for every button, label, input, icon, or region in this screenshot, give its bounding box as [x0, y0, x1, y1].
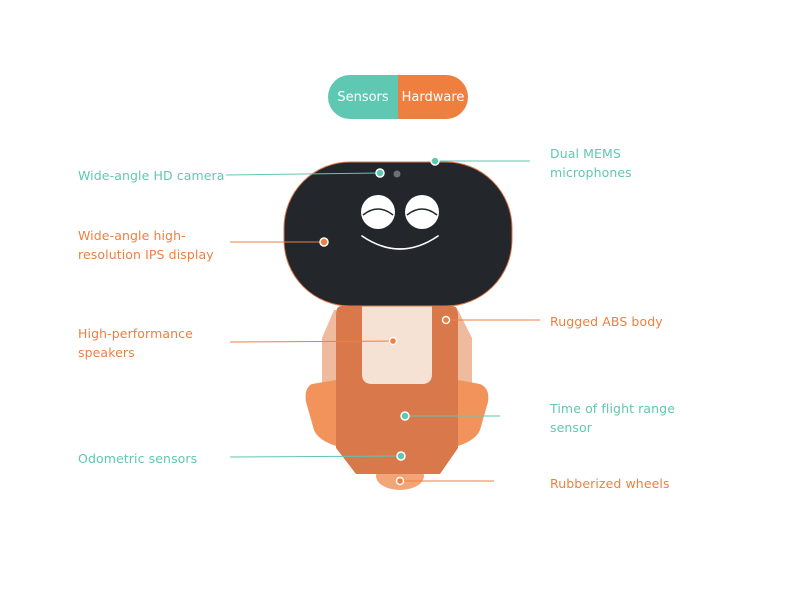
camera-lens — [393, 170, 401, 178]
camera-dot — [375, 168, 385, 178]
robot-illustration — [283, 161, 513, 490]
speaker-panel — [362, 306, 432, 384]
hardware-tab[interactable]: Hardware — [398, 75, 468, 119]
odometric-label: Odometric sensors — [78, 451, 198, 466]
face-eyes — [361, 195, 439, 229]
odometric-dot — [396, 451, 406, 461]
wheels-label: Rubberized wheels — [550, 476, 670, 491]
right-side-panel — [458, 310, 472, 392]
sensors-tab[interactable]: Sensors — [328, 75, 398, 119]
microphones-dot — [430, 156, 440, 166]
speakers-dot — [388, 336, 398, 346]
camera-label: Wide-angle HD camera — [78, 168, 225, 183]
camera-callout-line — [225, 172, 381, 176]
left-arm — [305, 380, 336, 446]
odometric-callout-line — [229, 455, 402, 458]
display-dot — [319, 237, 329, 247]
callout-lines — [225, 160, 540, 482]
body-label: Rugged ABS body — [550, 314, 663, 329]
right-arm — [458, 380, 489, 446]
sensor-hardware-toggle[interactable]: Sensors Hardware — [328, 75, 468, 119]
left-side-panel — [322, 310, 336, 392]
speakers-label: High-performance speakers — [78, 326, 193, 360]
wheels-dot — [395, 476, 405, 486]
microphones-label: Dual MEMS microphones — [550, 146, 632, 180]
tof-dot — [400, 411, 410, 421]
head-screen — [283, 161, 513, 307]
face-smile — [361, 235, 439, 250]
tof-label: Time of flight range sensor — [550, 401, 676, 435]
body-dot — [441, 315, 451, 325]
display-label: Wide-angle high-resolution IPS display — [78, 228, 214, 262]
speakers-callout-line — [229, 340, 394, 343]
callout-dots — [319, 156, 451, 486]
